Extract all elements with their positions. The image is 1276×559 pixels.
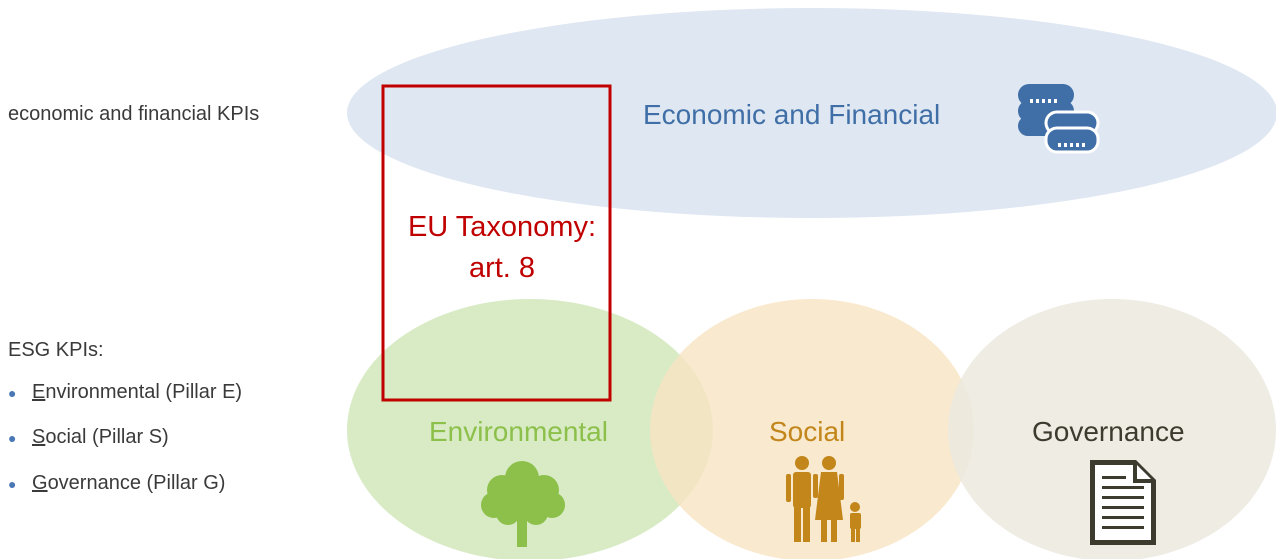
social-label: Social	[769, 416, 846, 447]
bullet-initial: S	[32, 426, 46, 448]
bullet-text: overnance (Pillar G)	[47, 472, 226, 494]
governance-label: Governance	[1032, 416, 1185, 447]
document-icon	[1090, 460, 1156, 545]
governance-circle	[948, 299, 1276, 559]
economic-ellipse	[347, 8, 1276, 218]
tree-icon	[481, 461, 565, 547]
econ-kpis-text: economic and financial KPIs	[8, 103, 260, 125]
social-circle	[650, 299, 974, 559]
bullet-dot-icon: ●	[8, 384, 17, 401]
bullet-initial: E	[32, 381, 46, 403]
taxonomy-label-line2: art. 8	[468, 252, 536, 284]
bullet-text: nvironmental (Pillar E)	[45, 381, 243, 403]
taxonomy-label-line1: EU Taxonomy:	[407, 211, 597, 243]
bullet-text: ocial (Pillar S)	[45, 426, 169, 448]
environmental-label: Environmental	[429, 416, 608, 447]
environmental-circle	[347, 299, 713, 559]
bullet-dot-icon: ●	[8, 475, 17, 492]
esg-kpis-heading: ESG KPIs:	[8, 339, 104, 361]
taxonomy-box	[381, 84, 612, 402]
economic-label: Economic and Financial	[643, 99, 941, 130]
bullet-initial: G	[32, 472, 48, 494]
coins-icon	[1018, 84, 1100, 154]
family-icon	[786, 456, 861, 542]
bullet-dot-icon: ●	[8, 429, 17, 446]
